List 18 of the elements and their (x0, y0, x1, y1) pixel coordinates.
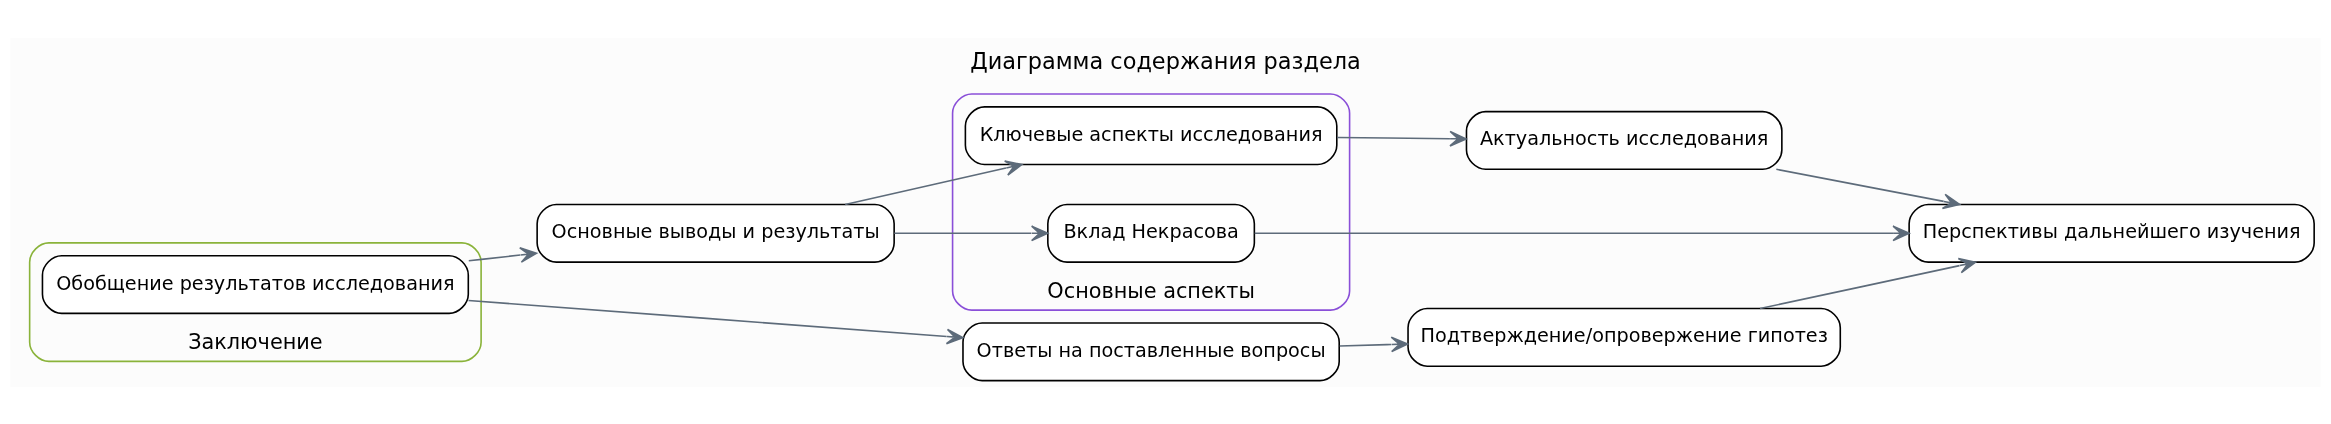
node-box: Подтверждение/опровержение гипотез (1407, 307, 1842, 367)
arrow (1253, 224, 1910, 241)
arrow (1338, 335, 1409, 352)
node-box: Обобщение результатов исследования (41, 254, 470, 314)
node-box: Ответы на поставленные вопросы (962, 321, 1340, 381)
arrow (844, 159, 1023, 205)
arrow (1759, 257, 1977, 309)
arrow (1775, 168, 1961, 209)
node-box: Основные выводы и результаты (536, 203, 895, 263)
node-box: Ключевые аспекты исследования (964, 105, 1338, 165)
node-box: Актуальность исследования (1465, 110, 1783, 170)
arrow (1336, 130, 1467, 147)
arrow (467, 299, 964, 344)
arrow (893, 224, 1049, 241)
arrow (467, 246, 538, 263)
node-box: Перспективы дальнейшего изучения (1908, 203, 2315, 263)
diagram-title: Диаграмма содержания раздела (970, 47, 1361, 74)
node-box: Вклад Некрасова (1047, 203, 1256, 263)
